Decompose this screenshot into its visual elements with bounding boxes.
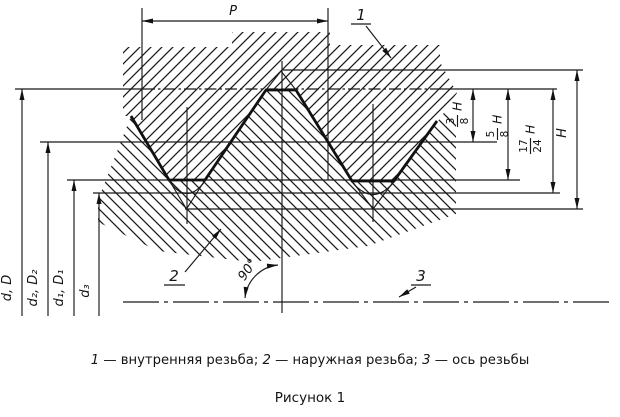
pitch-dimension: P xyxy=(142,4,328,24)
angle-arc xyxy=(243,263,279,299)
frac-den: 8 xyxy=(499,131,511,138)
legend-num-2: 2 xyxy=(263,353,271,368)
figure-number-caption: Рисунок 1 xyxy=(275,390,345,406)
label-H: H xyxy=(555,128,570,138)
callout-3-leader xyxy=(398,286,417,298)
frac-num: 3 xyxy=(445,118,457,125)
frac-den: 8 xyxy=(459,118,471,125)
frac-mult: H xyxy=(450,101,465,111)
legend-text-2: — наружная резьба; xyxy=(271,352,422,368)
callout-2-label: 2 xyxy=(169,267,179,285)
legend-num-1: 1 xyxy=(91,353,99,368)
label-17-24H: 17 24 H xyxy=(518,124,544,154)
callout-2-leader xyxy=(184,228,222,273)
callouts: 1 2 3 xyxy=(164,6,431,298)
right-root-arc xyxy=(351,181,395,196)
legend-text-3: — ось резьбы xyxy=(431,352,530,368)
pitch-label: P xyxy=(229,4,237,19)
left-root-arc xyxy=(168,180,206,195)
frac-den: 24 xyxy=(532,139,544,153)
frac-num: 5 xyxy=(485,131,497,138)
label-d-D: d, D xyxy=(0,275,15,302)
horizontal-reference-lines xyxy=(15,69,583,210)
label-3-8H: 3 8 H xyxy=(445,101,471,127)
frac-mult: H xyxy=(490,114,505,124)
callout-3-label: 3 xyxy=(416,267,426,285)
frac-mult: H xyxy=(523,124,538,134)
legend-num-3: 3 xyxy=(422,353,430,368)
right-valley-sharp-v xyxy=(351,180,395,210)
callout-1-leader xyxy=(365,25,392,59)
apex-triangle xyxy=(265,70,297,91)
label-d3: d₃ xyxy=(78,284,93,297)
callout-1-label: 1 xyxy=(356,6,366,24)
legend-text-1: — внутренняя резьба; xyxy=(99,352,262,368)
angle-annotation: 90° xyxy=(235,256,279,299)
thread-profile-outline xyxy=(129,88,439,183)
left-valley-sharp-v xyxy=(168,179,206,211)
vertical-construction-lines xyxy=(141,8,374,313)
label-d1-D1: d₁, D₁ xyxy=(52,270,67,307)
height-dimensions: 3 8 H 5 8 H 17 24 H H xyxy=(445,70,580,209)
frac-num: 17 xyxy=(518,139,530,152)
theoretical-profile-lines xyxy=(168,70,395,211)
label-d2-D2: d₂, D₂ xyxy=(26,270,41,307)
label-5-8H: 5 8 H xyxy=(485,114,511,140)
legend-caption: 1 — внутренняя резьба; 2 — наружная резь… xyxy=(91,352,529,368)
hatch-regions xyxy=(98,32,457,262)
diameter-dimensions: d, D d₂, D₂ d₁, D₁ d₃ xyxy=(0,89,102,316)
